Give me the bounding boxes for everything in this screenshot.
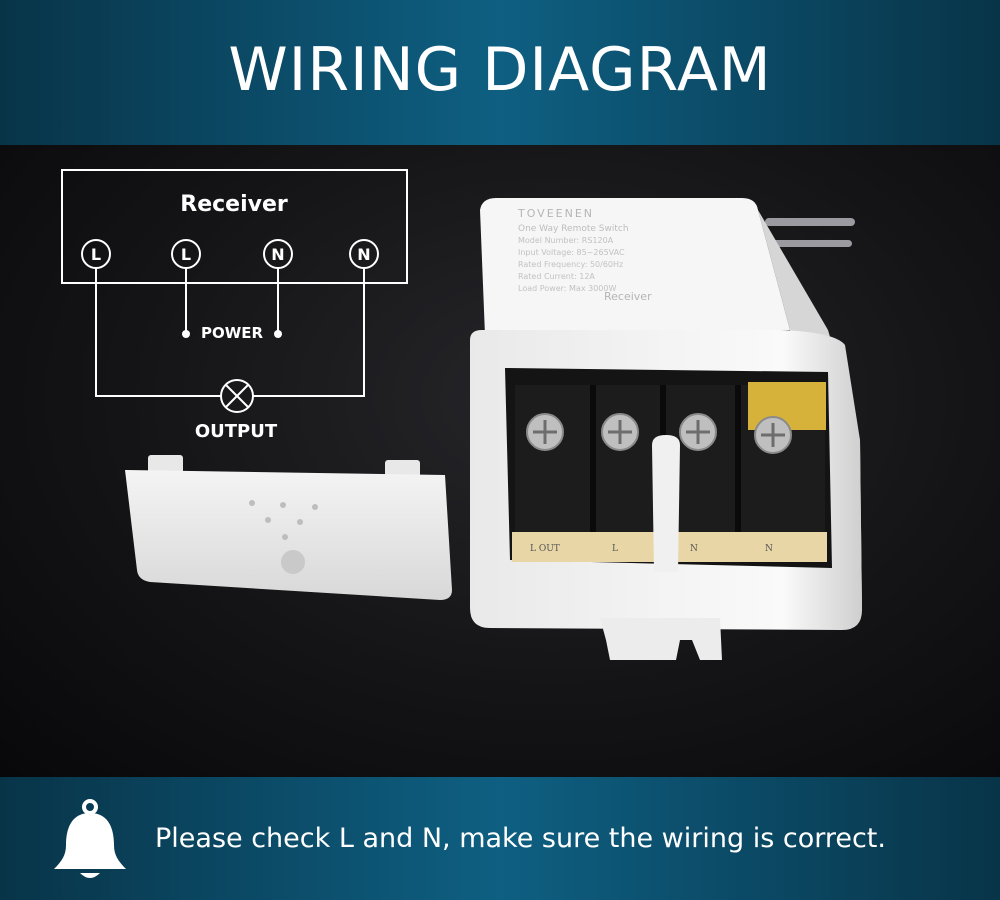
screw-slot: [608, 420, 632, 444]
wiring-notice: Please check L and N, make sure the wiri…: [155, 823, 886, 854]
bell-icon: [54, 799, 126, 878]
product-photo: TOVEENEN One Way Remote Switch Model Num…: [0, 145, 1000, 777]
receiver-label: Receiver: [180, 192, 288, 217]
terminal-print: N: [765, 544, 773, 554]
cover-cap: [125, 455, 452, 600]
spec-line: Rated Frequency: 50/60Hz: [518, 260, 623, 269]
power-dot-l: [182, 330, 190, 338]
wiring-dots: [182, 330, 282, 338]
spec-line: Rated Current: 12A: [518, 272, 595, 281]
wire-l-out: [95, 268, 221, 397]
screw-slot: [686, 420, 710, 444]
cap-plate: [125, 470, 452, 600]
terminal-label: N: [271, 245, 284, 264]
spec-line: Input Voltage: 85~265VAC: [518, 248, 625, 257]
antenna-hole: [281, 550, 305, 574]
receiver-box: [61, 169, 408, 284]
footer-banner: Please check L and N, make sure the wiri…: [0, 777, 1000, 900]
mounting-tab: [600, 618, 722, 660]
terminal-print: N: [690, 544, 698, 554]
screw-slot: [533, 420, 557, 444]
wire: [765, 218, 855, 226]
vent-hole: [297, 519, 303, 525]
vent-hole: [265, 517, 271, 523]
vent-hole: [249, 500, 255, 506]
photo-svg: TOVEENEN One Way Remote Switch Model Num…: [61, 169, 862, 660]
power-dot-n: [274, 330, 282, 338]
lamp-icon: [220, 379, 254, 413]
vent-hole: [280, 502, 286, 508]
switch-top: [480, 198, 790, 335]
header-banner: WIRING DIAGRAM: [0, 0, 1000, 145]
cap-tab-left: [148, 455, 183, 475]
terminal-label: L: [91, 245, 101, 264]
wiring-diagram: [61, 169, 408, 413]
spec-line: Load Power: Max 3000W: [518, 284, 616, 293]
wire-n-out: [253, 268, 365, 397]
product-label: TOVEENEN One Way Remote Switch Model Num…: [517, 207, 773, 554]
vent-hole: [312, 504, 318, 510]
switch-body: [470, 198, 862, 660]
terminal-print: L: [612, 544, 618, 554]
terminal-label: L: [181, 245, 191, 264]
spec-line: One Way Remote Switch: [518, 224, 629, 234]
power-label: POWER: [201, 324, 264, 342]
terminal-label: N: [357, 245, 370, 264]
screw-slot: [761, 423, 785, 447]
lamp-cross: [225, 384, 249, 408]
inner-receiver-print: Receiver: [604, 290, 652, 303]
terminal-print: L OUT: [530, 544, 560, 554]
divider: [590, 385, 596, 535]
brand-print: TOVEENEN: [517, 207, 594, 220]
wire: [772, 240, 852, 247]
spec-line: Model Number: RS120A: [518, 236, 614, 245]
vent-hole: [282, 534, 288, 540]
page-title: WIRING DIAGRAM: [228, 35, 772, 105]
antenna-post: [652, 435, 680, 572]
divider: [735, 385, 741, 535]
output-label: OUTPUT: [195, 421, 278, 442]
